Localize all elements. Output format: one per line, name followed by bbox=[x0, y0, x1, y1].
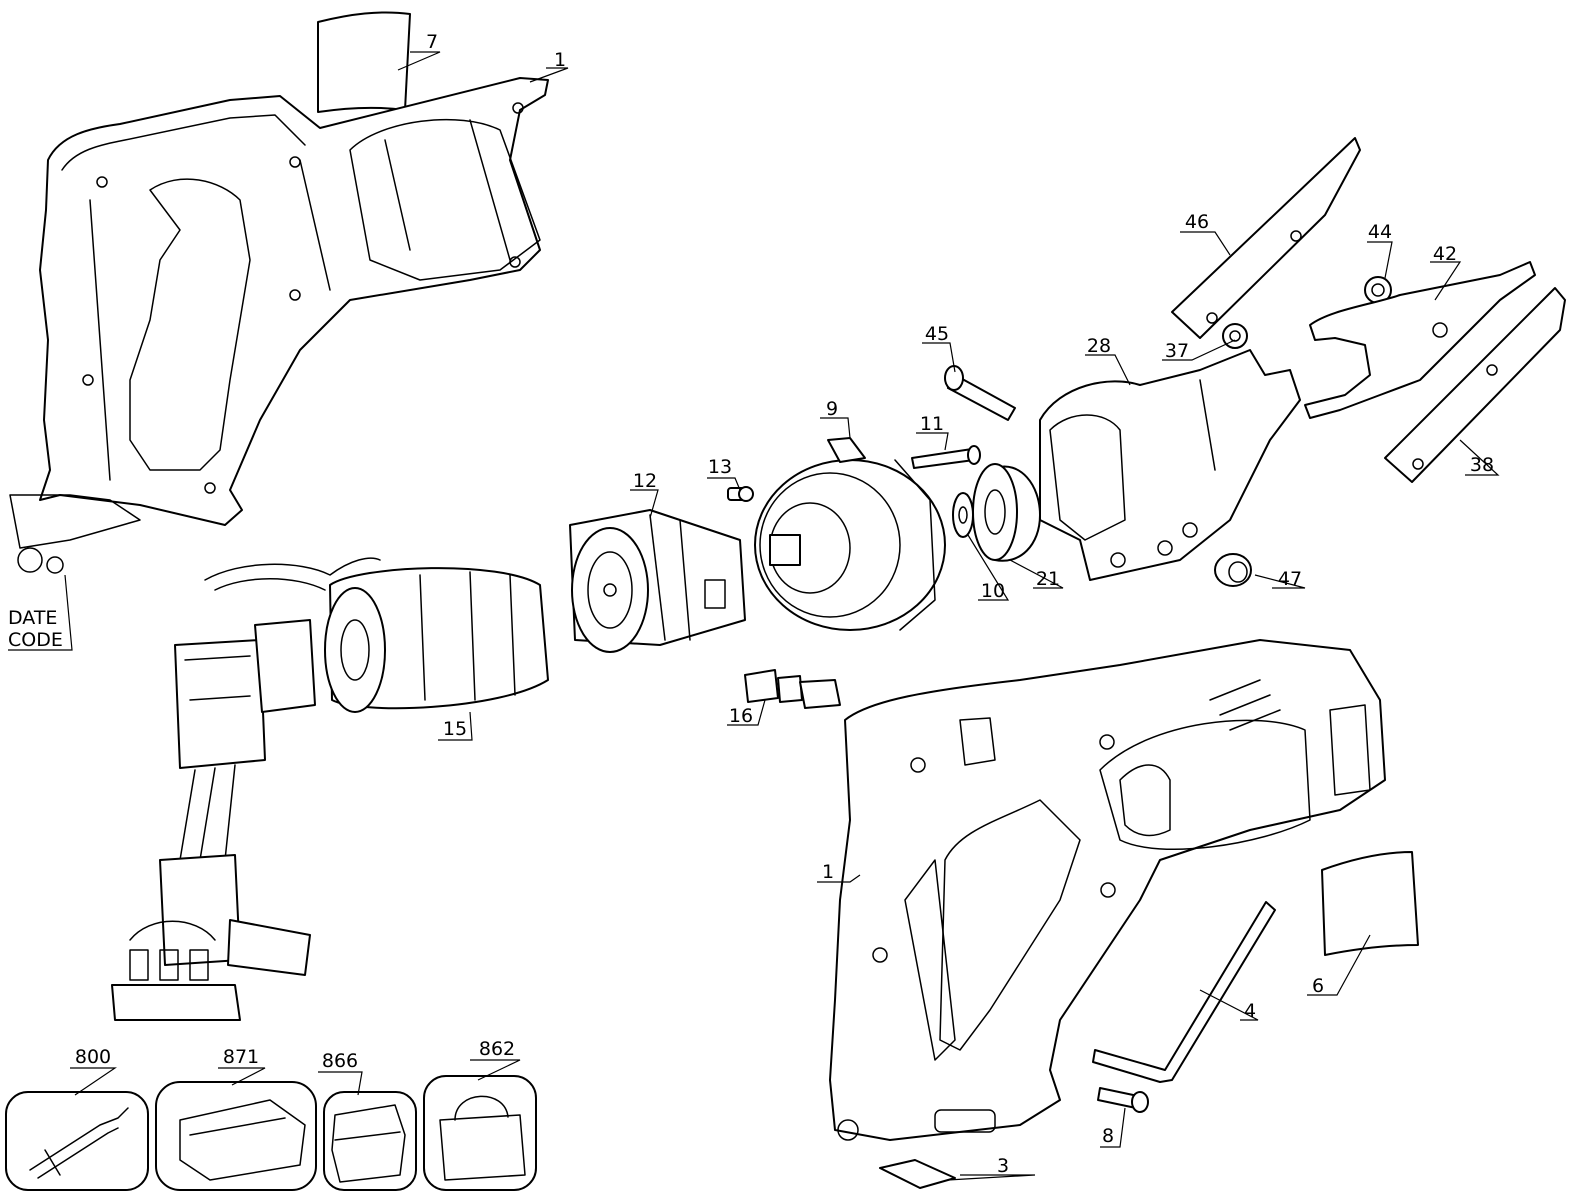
part-1-left-housing-half bbox=[9, 77, 549, 574]
callout-15: 15 bbox=[443, 718, 467, 740]
part-15-motor-switch-assembly bbox=[111, 557, 549, 1021]
callout-871: 871 bbox=[223, 1046, 259, 1068]
part-37-bushing bbox=[1222, 323, 1248, 349]
part-4-hex-key bbox=[1092, 901, 1276, 1083]
callout-866: 866 bbox=[322, 1050, 358, 1072]
part-28-head-housing bbox=[1039, 349, 1301, 581]
date-code-line-1: DATE bbox=[8, 607, 57, 629]
part-13-screw bbox=[727, 486, 754, 502]
part-45-pin bbox=[944, 365, 1016, 421]
callout-4: 4 bbox=[1244, 1000, 1256, 1022]
part-47-spacer bbox=[1214, 553, 1252, 587]
callout-8: 8 bbox=[1102, 1125, 1114, 1147]
part-6-label-sticker bbox=[1321, 851, 1419, 956]
date-code-line-2: CODE bbox=[8, 629, 63, 651]
callout-11: 11 bbox=[920, 413, 944, 435]
callout-16: 16 bbox=[729, 705, 753, 727]
callout-21: 21 bbox=[1036, 568, 1060, 590]
callout-12: 12 bbox=[633, 470, 657, 492]
callout-1-tool: 1 bbox=[822, 861, 834, 883]
callout-7: 7 bbox=[426, 31, 438, 53]
callout-labels: 7 1 15 12 13 16 9 11 10 21 45 28 46 37 4… bbox=[8, 31, 1494, 1177]
accessory-800-box bbox=[5, 1091, 149, 1191]
part-46-upper-blade bbox=[1171, 137, 1361, 339]
accessory-862-box bbox=[423, 1075, 537, 1191]
callout-1-top: 1 bbox=[554, 49, 566, 71]
callout-13: 13 bbox=[708, 456, 732, 478]
callout-45: 45 bbox=[925, 323, 949, 345]
part-11-bolt bbox=[911, 445, 981, 469]
leader-lines bbox=[8, 51, 1500, 1181]
callout-38: 38 bbox=[1470, 454, 1494, 476]
callout-9: 9 bbox=[826, 398, 838, 420]
callout-800: 800 bbox=[75, 1046, 111, 1068]
part-3-label bbox=[879, 1159, 956, 1189]
callout-10: 10 bbox=[981, 580, 1005, 602]
part-21-bearing bbox=[972, 463, 1041, 562]
part-1-assembled-tool bbox=[829, 639, 1386, 1141]
part-7-label-sticker bbox=[317, 11, 411, 113]
part-42-blade-holder bbox=[1304, 261, 1536, 419]
callout-3: 3 bbox=[997, 1155, 1009, 1177]
part-16-connector bbox=[744, 669, 841, 709]
callout-862: 862 bbox=[479, 1038, 515, 1060]
accessory-871-box bbox=[155, 1081, 317, 1191]
part-38-lower-blade bbox=[1384, 287, 1566, 483]
callout-44: 44 bbox=[1368, 221, 1392, 243]
callout-37: 37 bbox=[1165, 340, 1189, 362]
callout-42: 42 bbox=[1433, 243, 1457, 265]
callout-6: 6 bbox=[1312, 975, 1324, 997]
part-10-washer bbox=[952, 492, 974, 538]
callout-46: 46 bbox=[1185, 211, 1209, 233]
part-12-gear-housing bbox=[569, 509, 746, 653]
callout-47: 47 bbox=[1278, 568, 1302, 590]
part-9-transmission bbox=[754, 437, 946, 631]
part-8-screw bbox=[1097, 1087, 1149, 1113]
accessory-866-box bbox=[323, 1091, 417, 1191]
callout-28: 28 bbox=[1087, 335, 1111, 357]
part-44-bushing bbox=[1364, 276, 1392, 304]
